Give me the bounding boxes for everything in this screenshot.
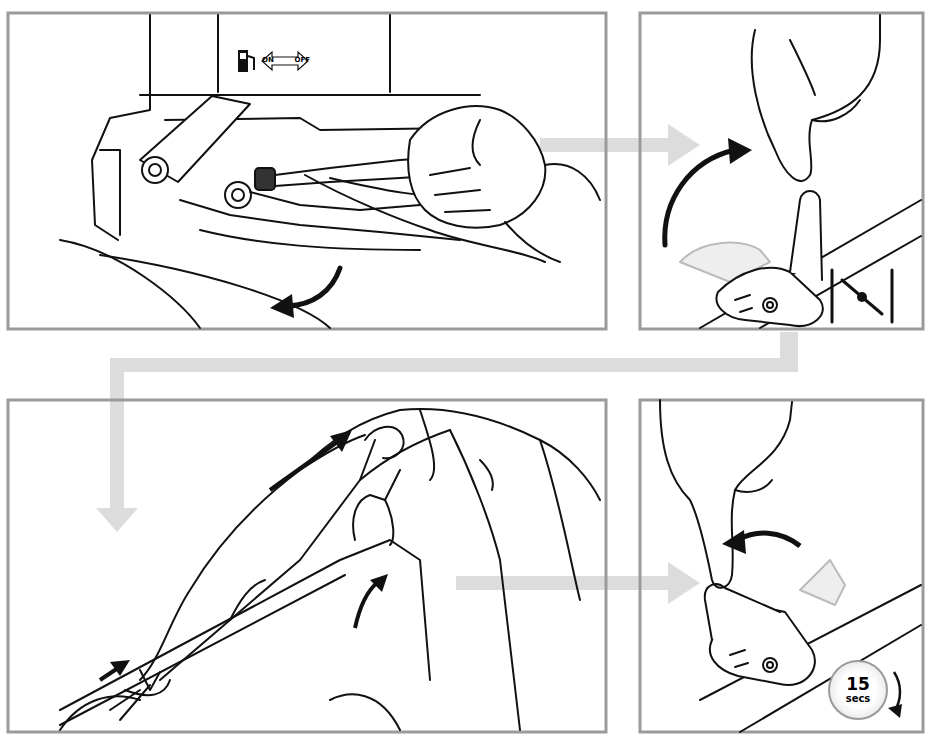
- choke-lever: [665, 15, 921, 328]
- arrow-head: [728, 138, 752, 164]
- arrow-head: [722, 530, 746, 554]
- valve-label: ON: [262, 57, 274, 64]
- arrow-head: [888, 704, 902, 718]
- timer-circle: 15secs: [828, 660, 888, 720]
- timer-unit: secs: [846, 693, 871, 704]
- panel-frames: [8, 13, 923, 732]
- timer-number: 15: [846, 676, 870, 693]
- operator-drawing: [60, 409, 600, 730]
- choke-lever: [660, 400, 921, 732]
- valve-label: OFF: [294, 57, 310, 64]
- push-arrow: [738, 533, 800, 546]
- arrow-head: [270, 294, 294, 318]
- choke-symbol-dot: [857, 292, 867, 302]
- arrow-heads: [110, 430, 388, 676]
- engine-drawing: [60, 15, 600, 328]
- fuel-valve-sign: ON OFF: [250, 44, 322, 76]
- pull-arrows: [100, 440, 378, 680]
